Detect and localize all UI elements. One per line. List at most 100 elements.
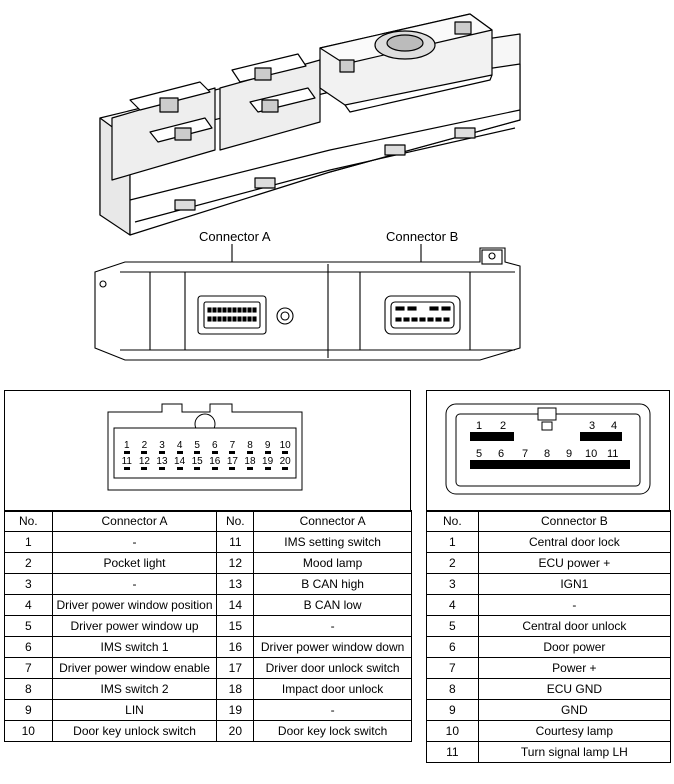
pin-label: 18 xyxy=(241,456,259,470)
pin-terminal xyxy=(229,451,236,454)
table-cell: 17 xyxy=(216,657,255,679)
table-cell: Central door lock xyxy=(477,531,672,553)
pin-terminal xyxy=(264,467,271,470)
table-cell: - xyxy=(253,699,412,721)
table-cell: 18 xyxy=(216,678,255,700)
pin-terminal xyxy=(176,451,183,454)
table-cell: 9 xyxy=(426,699,479,721)
pin-number: 20 xyxy=(279,456,291,467)
pin-terminal xyxy=(229,467,236,470)
table-cell: Door key unlock switch xyxy=(51,720,218,742)
pin-number: 18 xyxy=(244,456,256,467)
table-cell: Impact door unlock xyxy=(253,678,412,700)
pin-terminal xyxy=(282,467,289,470)
pin-label: 6 xyxy=(498,448,505,460)
table-header-row: No. Connector A No. Connector A xyxy=(4,510,412,532)
table-cell: 2 xyxy=(4,552,53,574)
column-header: Connector A xyxy=(253,510,412,532)
table-cell: 16 xyxy=(216,636,255,658)
pin-label: 16 xyxy=(206,456,224,470)
pin-label: 3 xyxy=(589,420,596,432)
pin-label: 11 xyxy=(118,456,136,470)
table-cell: Pocket light xyxy=(51,552,218,574)
connector-b-label: Connector B xyxy=(386,229,459,244)
table-cell: Driver power window position xyxy=(51,594,218,616)
pin-label: 8 xyxy=(241,440,259,454)
pin-label: 9 xyxy=(259,440,277,454)
table-cell: 5 xyxy=(4,615,53,637)
pin-number: 4 xyxy=(176,440,183,451)
pin-number: 8 xyxy=(247,440,253,451)
pin-number: 16 xyxy=(209,456,221,467)
pin-number: 12 xyxy=(138,456,150,467)
table-cell: Power + xyxy=(477,657,672,679)
table-cell: 2 xyxy=(426,552,479,574)
pin-terminal xyxy=(141,467,148,470)
pin-terminal xyxy=(158,467,165,470)
table-cell: 8 xyxy=(4,678,53,700)
pin-label: 9 xyxy=(566,448,573,460)
table-cell: ECU power + xyxy=(477,552,672,574)
pin-label: 17 xyxy=(224,456,242,470)
pin-number: 11 xyxy=(121,456,132,467)
connector-b-face xyxy=(445,403,651,495)
table-cell: 8 xyxy=(426,678,479,700)
table-cell: 14 xyxy=(216,594,255,616)
pin-label: 5 xyxy=(188,440,206,454)
table-cell: IMS switch 1 xyxy=(51,636,218,658)
pin-number: 10 xyxy=(279,440,291,451)
pin-label: 4 xyxy=(171,440,189,454)
table-cell: 1 xyxy=(426,531,479,553)
pin-number: 9 xyxy=(264,440,271,451)
table-cell: 7 xyxy=(4,657,53,679)
table-cell: 10 xyxy=(426,720,479,742)
pin-terminal xyxy=(211,467,218,470)
pin-number: 6 xyxy=(212,440,218,451)
table-cell: Courtesy lamp xyxy=(477,720,672,742)
table-cell: - xyxy=(477,594,672,616)
column-header: Connector B xyxy=(477,510,672,532)
table-cell: B CAN high xyxy=(253,573,412,595)
pin-terminal xyxy=(282,451,289,454)
table-cell: 15 xyxy=(216,615,255,637)
table-cell: B CAN low xyxy=(253,594,412,616)
table-cell: Door power xyxy=(477,636,672,658)
table-cell: 7 xyxy=(426,657,479,679)
pin-terminal xyxy=(246,451,253,454)
table-cell: 3 xyxy=(426,573,479,595)
pin-label: 15 xyxy=(188,456,206,470)
table-cell: 13 xyxy=(216,573,255,595)
table-cell: - xyxy=(51,573,218,595)
column-header: No. xyxy=(426,510,479,532)
table-cell: 6 xyxy=(426,636,479,658)
pin-number: 3 xyxy=(159,440,165,451)
pin-terminal xyxy=(194,451,201,454)
pin-number: 14 xyxy=(174,456,186,467)
table-cell: 9 xyxy=(4,699,53,721)
pin-label: 14 xyxy=(171,456,189,470)
pin-label: 8 xyxy=(544,448,551,460)
pin-label: 13 xyxy=(153,456,171,470)
pin-number: 5 xyxy=(194,440,200,451)
table-cell: ECU GND xyxy=(477,678,672,700)
connector-b-pin-labels: 1 2 3 4 5 6 7 8 9 10 11 xyxy=(476,420,618,460)
pin-label: 4 xyxy=(611,420,618,432)
pin-number: 15 xyxy=(191,456,203,467)
pin-label: 2 xyxy=(136,440,154,454)
module-back-view xyxy=(94,244,521,361)
pin-terminal xyxy=(141,451,148,454)
pin-label: 7 xyxy=(522,448,529,460)
